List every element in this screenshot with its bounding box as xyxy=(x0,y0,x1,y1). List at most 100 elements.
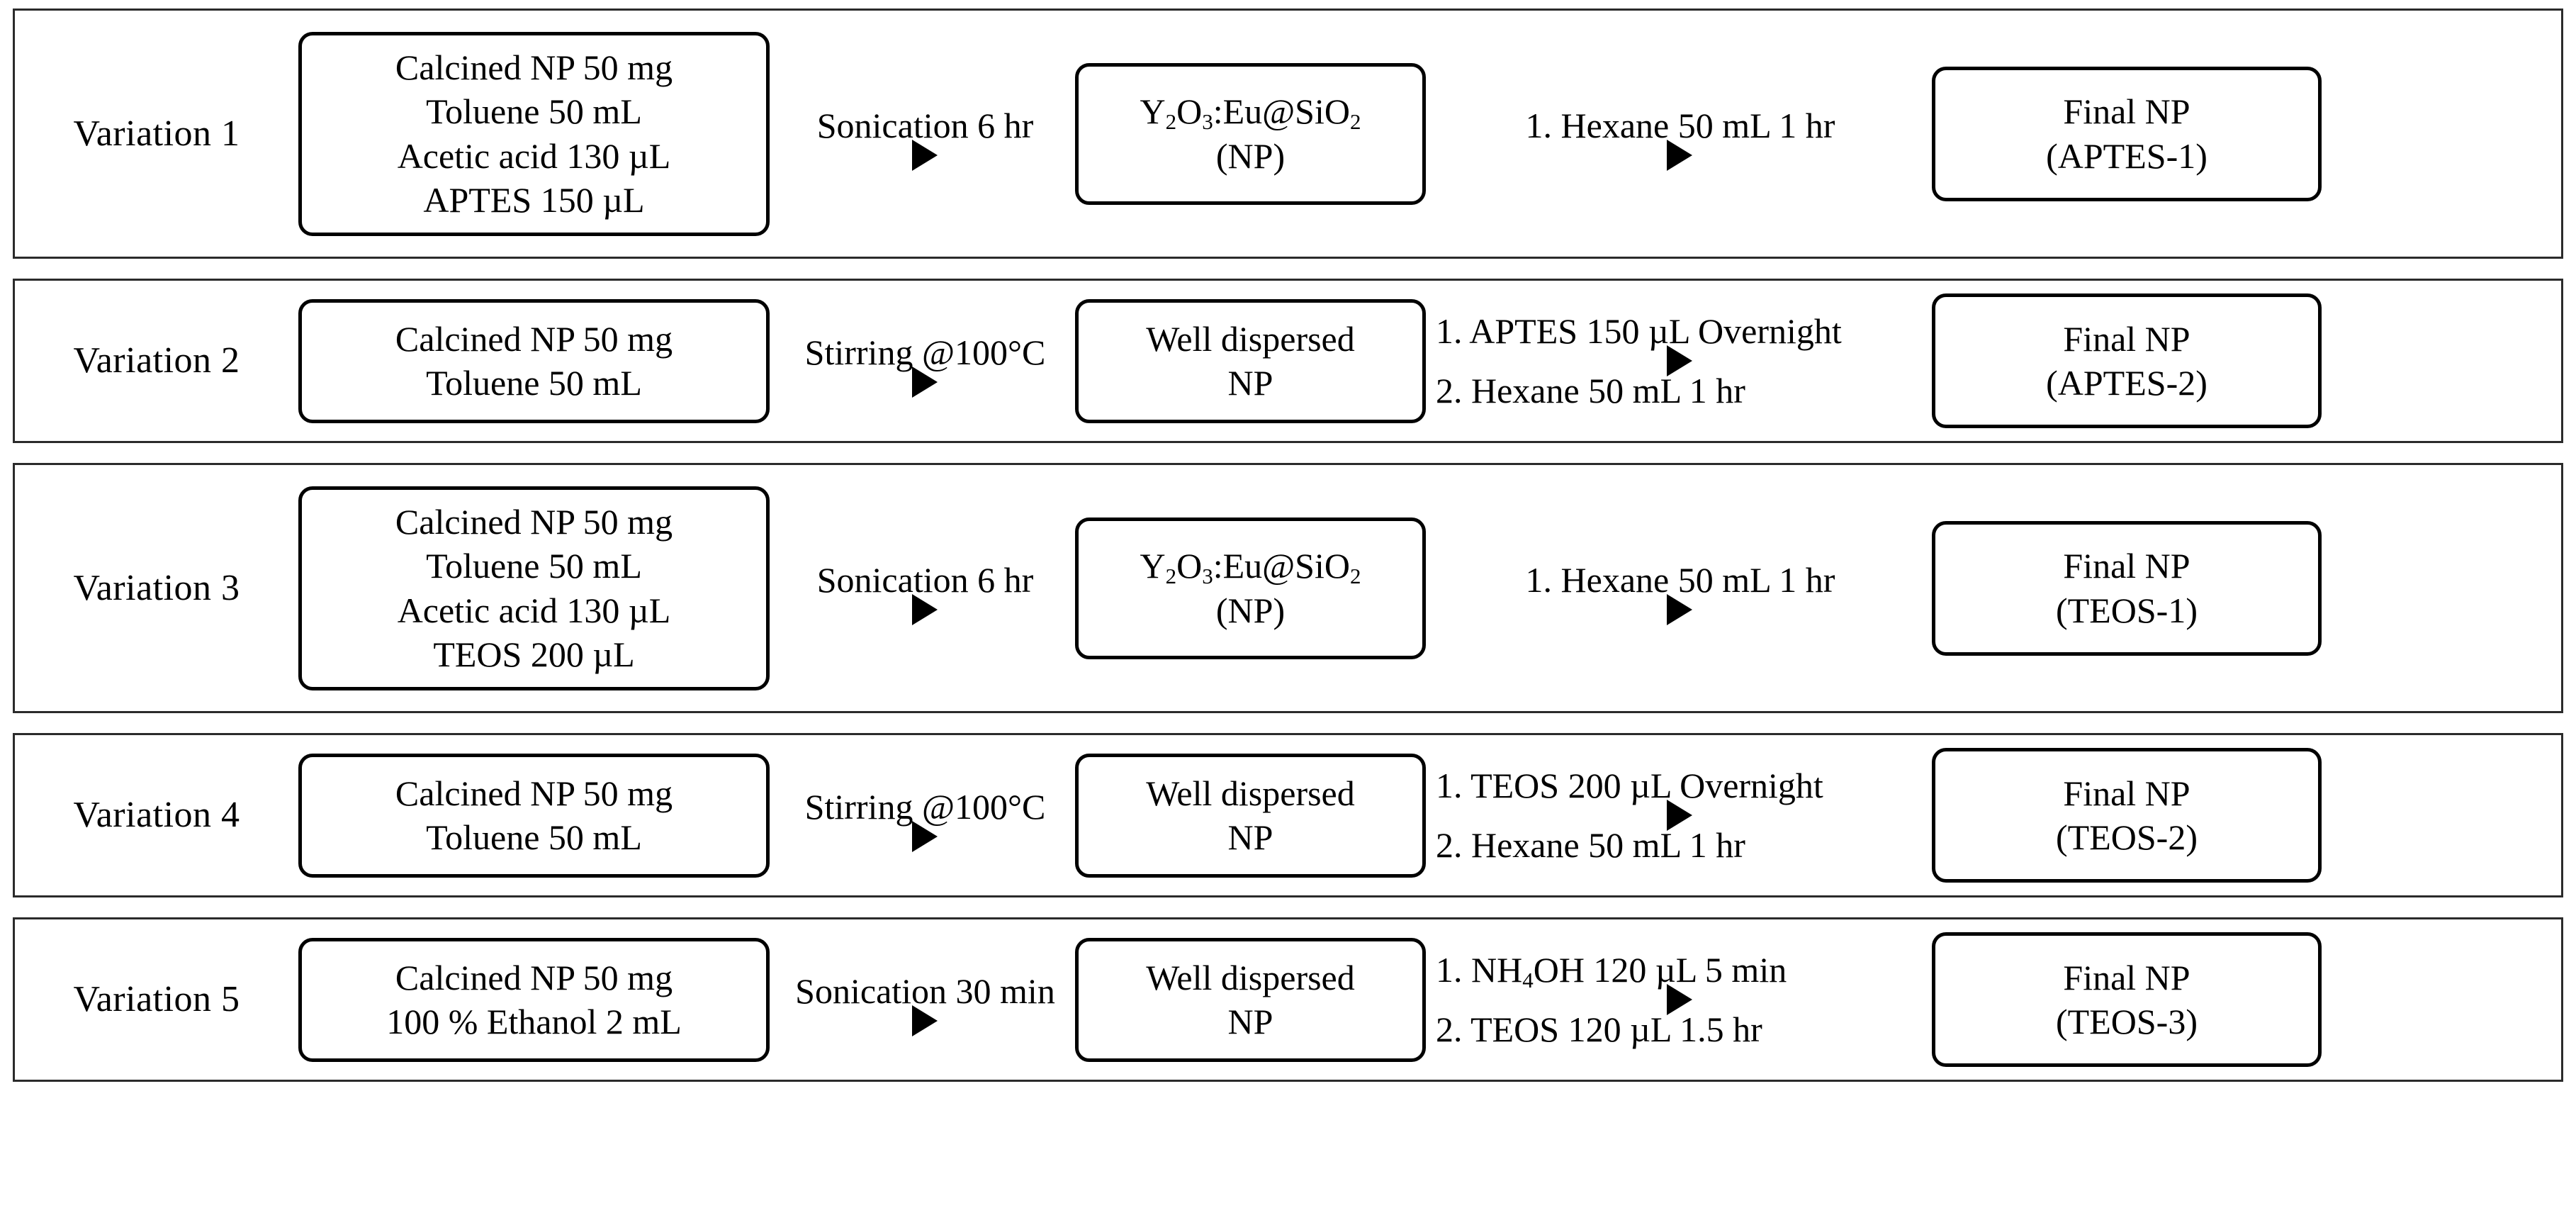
arrow-step-2: 1. TEOS 200 µL Overnight 2. Hexane 50 mL … xyxy=(1436,766,1925,865)
end-box-line: (APTES-1) xyxy=(2046,135,2207,176)
mid-box-line: NP xyxy=(1227,1002,1273,1041)
end-box: Final NP(TEOS-2) xyxy=(1932,748,2322,883)
start-box-line: TEOS 200 µL xyxy=(433,634,635,674)
start-box-line: Acetic acid 130 µL xyxy=(397,135,671,176)
arrow-step-2-caption-below: 2. Hexane 50 mL 1 hr xyxy=(1436,371,1745,410)
arrow-step-2-caption-above: 1. Hexane 50 mL 1 hr xyxy=(1525,105,1835,145)
variation-label: Variation 4 xyxy=(73,795,240,836)
end-box-line: (TEOS-2) xyxy=(2056,817,2198,857)
mid-box-line: (NP) xyxy=(1215,590,1286,630)
start-box-line: Calcined NP 50 mg xyxy=(395,773,673,813)
start-box-line: Toluene 50 mL xyxy=(426,817,642,857)
mid-box-line: Well dispersed xyxy=(1146,773,1355,813)
arrow-step-1-caption-above: Sonication 30 min xyxy=(795,971,1055,1011)
arrow-head-icon xyxy=(1667,345,1692,376)
end-box: Final NP(TEOS-3) xyxy=(1932,932,2322,1067)
end-box: Final NP(APTES-1) xyxy=(1932,66,2322,201)
end-box-line: Final NP xyxy=(2063,318,2190,359)
variation-label: Variation 1 xyxy=(73,113,240,154)
arrow-step-1-line xyxy=(911,367,938,398)
mid-box: Y2O3:Eu@SiO2(NP) xyxy=(1075,517,1426,659)
mid-box-line: NP xyxy=(1227,817,1273,857)
arrow-step-2-caption-above: 1. Hexane 50 mL 1 hr xyxy=(1525,559,1835,600)
start-box-line: Calcined NP 50 mg xyxy=(395,957,673,997)
arrow-step-1: Sonication 30 min xyxy=(785,971,1065,1036)
arrow-step-1-caption-above: Sonication 6 hr xyxy=(816,559,1034,600)
mid-box-line: Y2O3:Eu@SiO2 xyxy=(1140,91,1361,135)
variation-label: Variation 2 xyxy=(73,340,240,381)
mid-box-line: NP xyxy=(1227,363,1273,403)
end-box-line: Final NP xyxy=(2063,546,2190,586)
start-box-line: Toluene 50 mL xyxy=(426,91,642,131)
arrow-step-1-caption-above: Sonication 6 hr xyxy=(816,105,1034,145)
end-box: Final NP(TEOS-1) xyxy=(1932,520,2322,656)
end-box: Final NP(APTES-2) xyxy=(1932,293,2322,428)
arrow-step-2-caption-below: 2. TEOS 120 µL 1.5 hr xyxy=(1436,1009,1762,1049)
arrow-step-2-caption-above: 1. NH4OH 120 µL 5 min xyxy=(1436,950,1787,993)
arrow-step-1-line xyxy=(911,1005,938,1036)
arrow-head-icon xyxy=(911,367,938,398)
arrow-step-1-caption-above: Stirring @100°C xyxy=(804,332,1046,372)
end-box-line: Final NP xyxy=(2063,91,2190,131)
arrow-head-icon xyxy=(1667,800,1692,831)
start-box: Calcined NP 50 mg 100 % Ethanol 2 mL xyxy=(298,937,770,1062)
arrow-step-1: Sonication 6 hr xyxy=(785,105,1065,171)
arrow-head-icon xyxy=(911,1005,938,1036)
arrow-step-1: Sonication 6 hr xyxy=(785,559,1065,625)
mid-box-line: (NP) xyxy=(1215,135,1286,176)
arrow-step-1-line xyxy=(911,139,938,171)
arrow-step-2-line xyxy=(1667,800,1692,831)
arrow-step-2-line xyxy=(1667,593,1692,625)
start-box-line: 100 % Ethanol 2 mL xyxy=(386,1002,682,1041)
arrow-step-1: Stirring @100°C xyxy=(785,787,1065,852)
start-box-line: Calcined NP 50 mg xyxy=(395,47,673,87)
start-box-line: APTES 150 µL xyxy=(423,180,645,220)
arrow-head-icon xyxy=(911,139,938,171)
arrow-head-icon xyxy=(1667,984,1692,1015)
arrow-step-2: 1. NH4OH 120 µL 5 min 2. TEOS 120 µL 1.5 … xyxy=(1436,950,1925,1049)
arrow-step-1: Stirring @100°C xyxy=(785,332,1065,398)
end-box-line: (TEOS-1) xyxy=(2056,590,2198,630)
start-box-line: Calcined NP 50 mg xyxy=(395,501,673,542)
arrow-step-1-line xyxy=(911,593,938,625)
arrow-step-2-line xyxy=(1667,345,1692,376)
start-box-line: Calcined NP 50 mg xyxy=(395,318,673,359)
mid-box-line: Well dispersed xyxy=(1146,957,1355,997)
start-box-line: Toluene 50 mL xyxy=(426,546,642,586)
arrow-step-2-line xyxy=(1667,984,1692,1015)
start-box-line: Acetic acid 130 µL xyxy=(397,590,671,630)
arrow-step-1-caption-above: Stirring @100°C xyxy=(804,787,1046,827)
arrow-step-2-line xyxy=(1667,139,1692,171)
mid-box: Y2O3:Eu@SiO2(NP) xyxy=(1075,62,1426,205)
end-box-line: (APTES-2) xyxy=(2046,363,2207,403)
arrow-step-2-caption-above: 1. TEOS 200 µL Overnight xyxy=(1436,766,1823,805)
arrow-head-icon xyxy=(1667,139,1692,171)
arrow-step-2-caption-below: 2. Hexane 50 mL 1 hr xyxy=(1436,825,1745,865)
variation-label: Variation 3 xyxy=(73,567,240,608)
end-box-line: Final NP xyxy=(2063,773,2190,813)
end-box-line: (TEOS-3) xyxy=(2056,1002,2198,1041)
arrow-head-icon xyxy=(911,821,938,852)
arrow-step-2: 1. APTES 150 µL Overnight 2. Hexane 50 mL… xyxy=(1436,311,1925,410)
arrow-step-2-caption-above: 1. APTES 150 µL Overnight xyxy=(1436,311,1842,351)
arrow-head-icon xyxy=(1667,593,1692,625)
mid-box-line: Well dispersed xyxy=(1146,318,1355,359)
arrow-head-icon xyxy=(911,593,938,625)
arrow-step-1-line xyxy=(911,821,938,852)
arrow-step-2: 1. Hexane 50 mL 1 hr xyxy=(1436,105,1925,171)
start-box-line: Toluene 50 mL xyxy=(426,363,642,403)
mid-box-line: Y2O3:Eu@SiO2 xyxy=(1140,546,1361,589)
